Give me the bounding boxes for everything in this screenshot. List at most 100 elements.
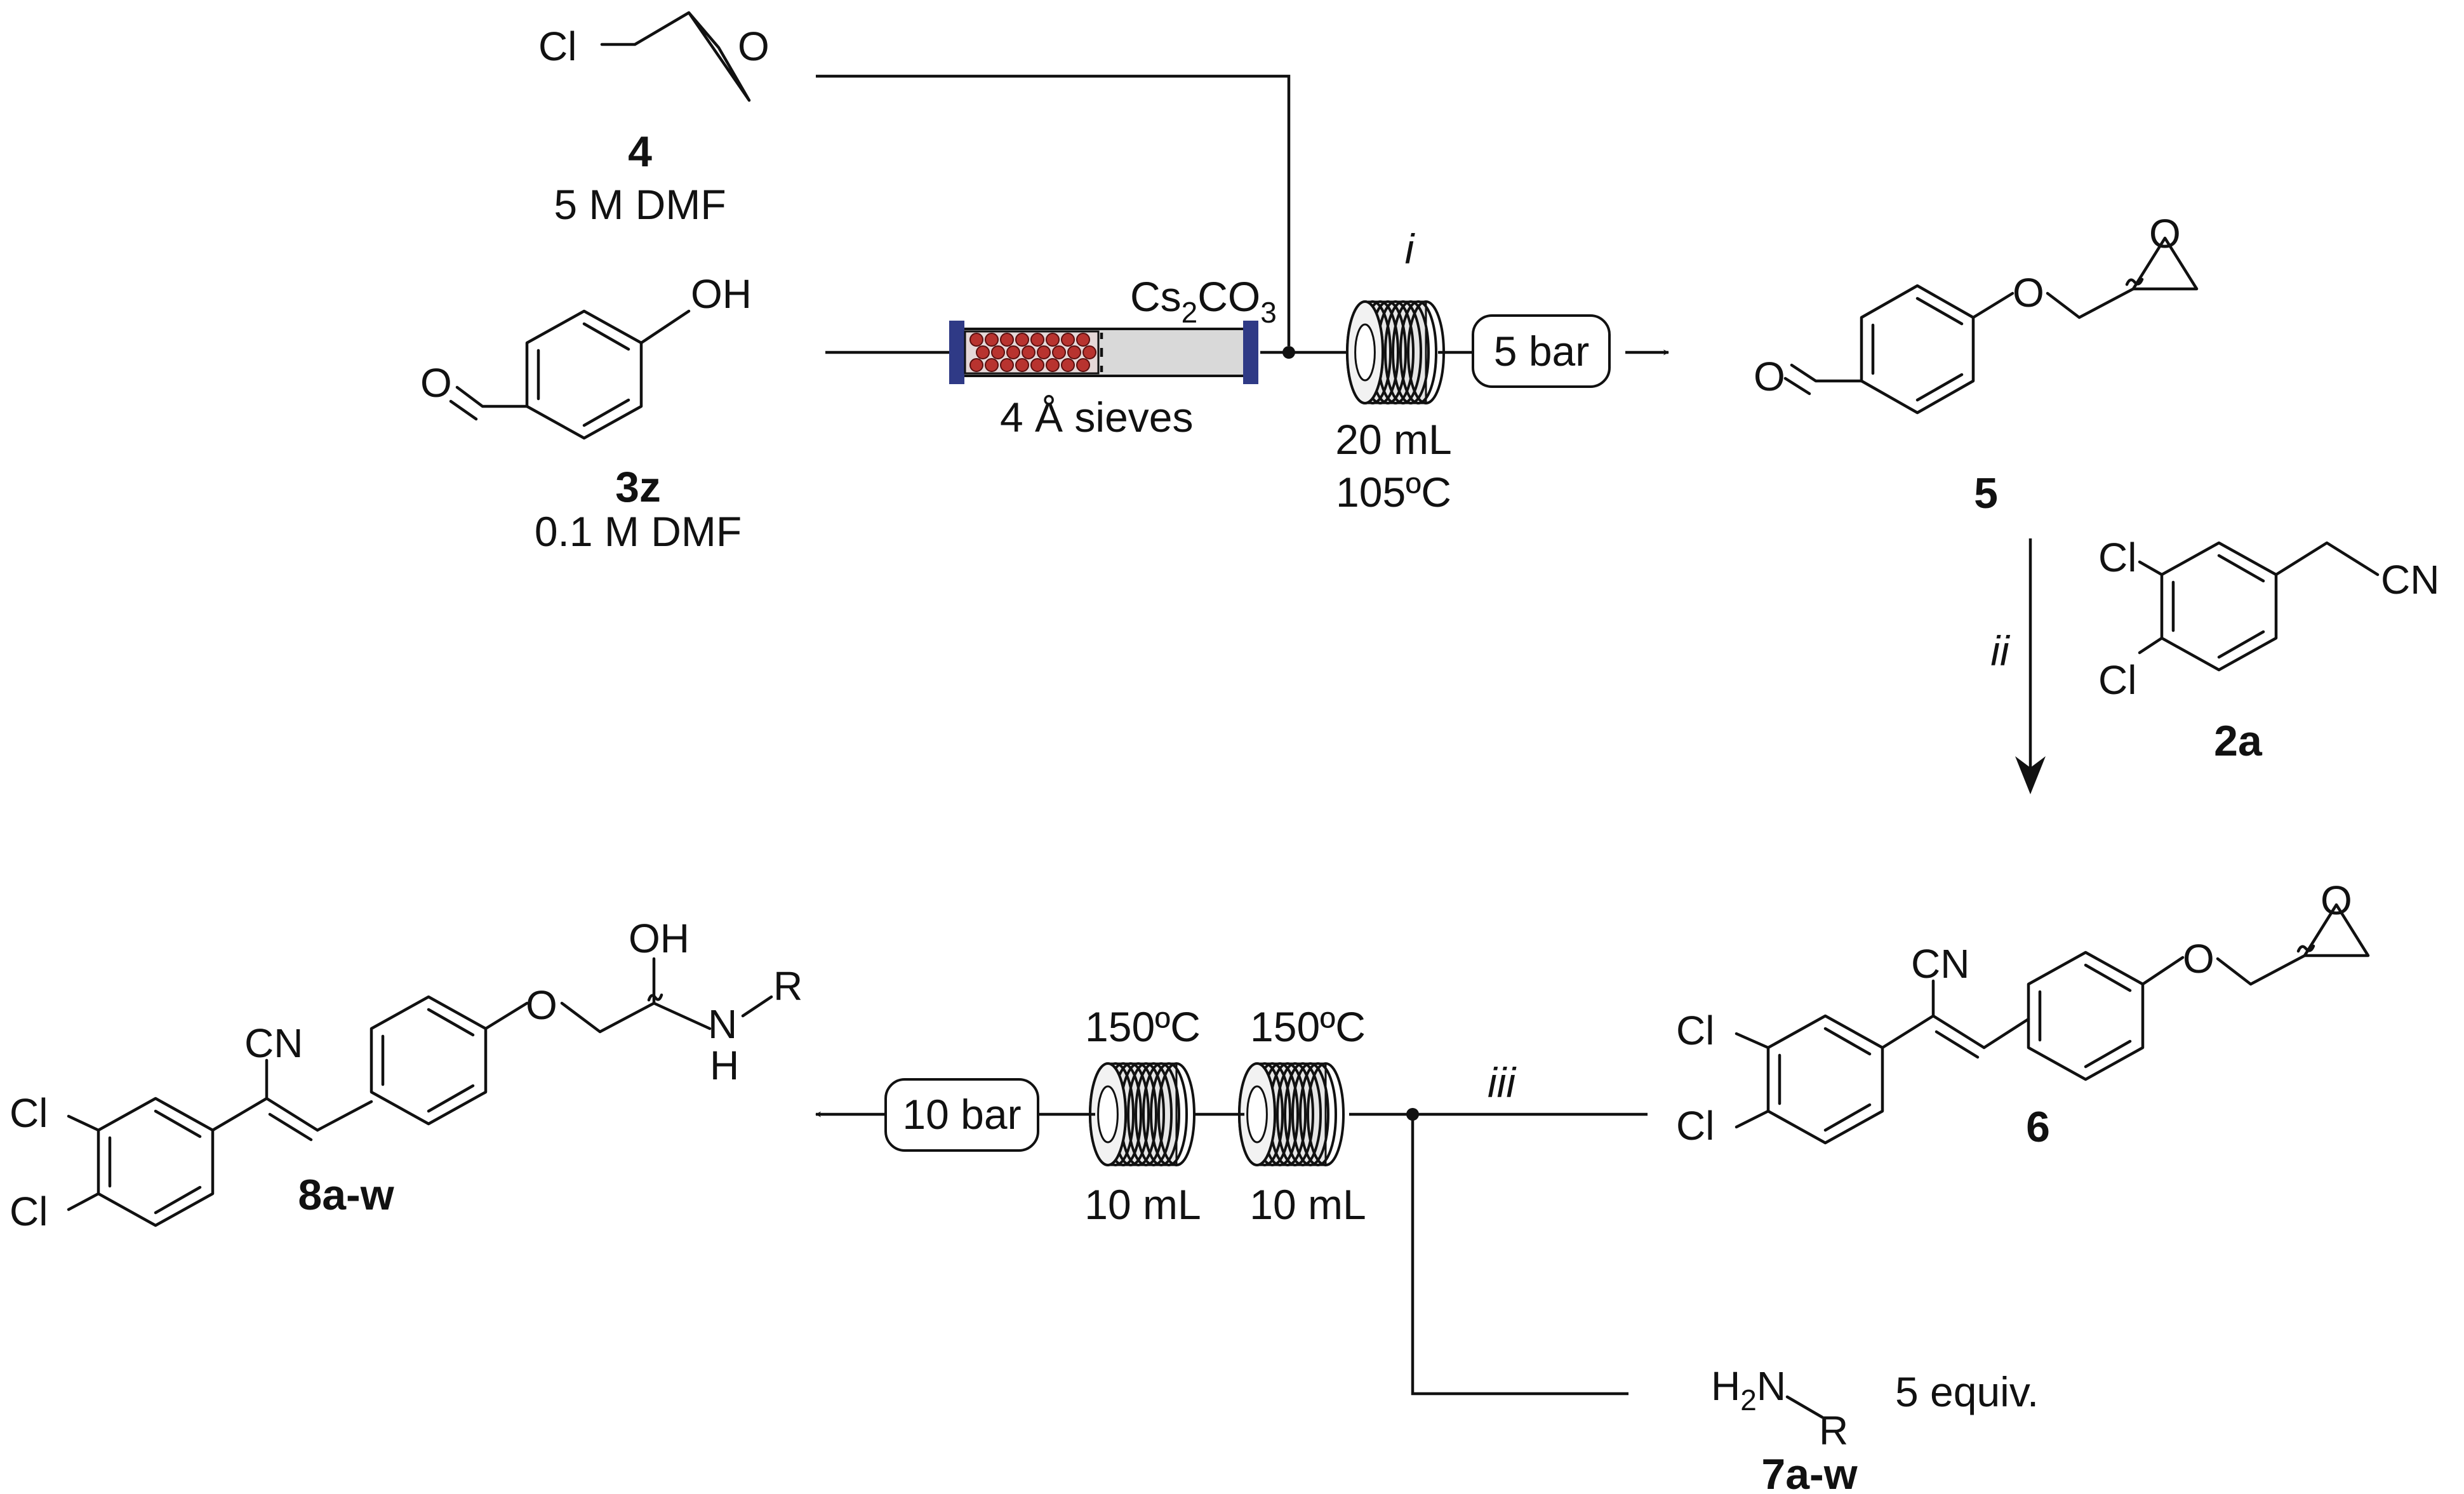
sieve-bead bbox=[991, 345, 1005, 359]
coil3-temperature: 150ºC bbox=[1250, 1003, 1366, 1050]
wavy-stereo-bond bbox=[2296, 944, 2315, 953]
aromatic-double-bonds-2 bbox=[381, 1008, 475, 1113]
coil-turn bbox=[1384, 300, 1422, 404]
wavy-stereo-bond bbox=[647, 993, 663, 1002]
sieve-bead bbox=[976, 345, 990, 359]
epoxide-ring bbox=[2303, 903, 2370, 957]
compound-8-structure: CN O OH N H R Cl Cl 8a-w bbox=[10, 916, 802, 1234]
atom-cl-2: Cl bbox=[1676, 1103, 1714, 1149]
aromatic-double-bonds-2 bbox=[2038, 963, 2132, 1069]
atom-r: R bbox=[1819, 1408, 1848, 1453]
column-reagent: Cs2CO3 bbox=[1130, 273, 1277, 329]
vinyl-double-bond bbox=[265, 1097, 319, 1142]
atom-n: N bbox=[708, 1001, 737, 1047]
compound-number-7a-w: 7a-w bbox=[1761, 1450, 1858, 1494]
bond-ether-o bbox=[484, 1001, 529, 1030]
atom-cl-1: Cl bbox=[2098, 535, 2136, 580]
bond-vinyl-cn bbox=[1881, 979, 1935, 1050]
bond-cl-2 bbox=[2138, 636, 2164, 655]
atom-cl-2: Cl bbox=[10, 1189, 48, 1234]
column-end-cap-left bbox=[949, 321, 964, 384]
sieve-bead bbox=[1046, 358, 1060, 372]
coil-turn bbox=[1291, 1062, 1329, 1166]
atom-o-ether: O bbox=[2183, 936, 2214, 982]
sieve-bead bbox=[1015, 333, 1029, 347]
t-mixer-1 bbox=[1282, 346, 1295, 359]
wavy-stereo-bond bbox=[2125, 277, 2144, 286]
sieve-bead bbox=[1082, 345, 1096, 359]
coil-turn bbox=[1135, 1062, 1173, 1166]
coil-reactor-1 bbox=[1346, 300, 1445, 404]
packed-column: Cs2CO3 4 Å sieves bbox=[949, 273, 1277, 441]
sieve-bead bbox=[1022, 345, 1036, 359]
dichlorophenyl-ring bbox=[1766, 1014, 1884, 1145]
compound-7-structure: H2N R 5 equiv. 7a-w bbox=[1711, 1363, 2039, 1494]
coil1-volume: 20 mL bbox=[1335, 416, 1451, 463]
bond-ether-chain bbox=[2216, 954, 2307, 986]
bond-to-ring-2 bbox=[316, 1100, 373, 1132]
sieve-bead bbox=[1015, 358, 1029, 372]
bond-to-ring-2 bbox=[1982, 1017, 2030, 1050]
atom-cn: CN bbox=[244, 1020, 303, 1066]
coil2-volume: 10 mL bbox=[1084, 1181, 1201, 1228]
bond-ch2cn bbox=[2274, 541, 2380, 577]
coil-turn bbox=[1399, 300, 1437, 404]
coil3-volume: 10 mL bbox=[1249, 1181, 1366, 1228]
coil1-temperature: 105ºC bbox=[1336, 469, 1451, 516]
dichlorophenyl-ring bbox=[97, 1097, 215, 1227]
benzene-ring bbox=[525, 309, 643, 440]
bond-ether-o bbox=[1971, 291, 2014, 319]
atom-cn: CN bbox=[2381, 557, 2439, 603]
sieve-bead bbox=[969, 333, 983, 347]
bpr2-label: 10 bar bbox=[902, 1091, 1021, 1138]
atom-cl: Cl bbox=[538, 23, 576, 69]
atom-o-ether: O bbox=[2013, 270, 2044, 316]
coil-turn bbox=[1307, 1062, 1345, 1166]
coil-turn bbox=[1150, 1062, 1188, 1166]
aromatic-double-bonds bbox=[536, 322, 630, 427]
bond-cho bbox=[1790, 363, 1863, 383]
bond-cho bbox=[455, 385, 529, 408]
bond-n-r bbox=[741, 995, 773, 1018]
compound-number-4: 4 bbox=[628, 128, 652, 176]
compound-number-5: 5 bbox=[1974, 469, 1998, 517]
sieve-bead bbox=[985, 333, 999, 347]
compound-number-3z: 3z bbox=[615, 463, 661, 511]
flow-line-step-iii bbox=[1411, 1112, 1648, 1396]
aromatic-double-bonds-1 bbox=[1778, 1027, 1872, 1132]
compound-6-structure: CN O O Cl Cl 6 bbox=[1676, 877, 2370, 1151]
coil-turn bbox=[1284, 1062, 1322, 1166]
atom-o-epoxide: O bbox=[2321, 877, 2352, 923]
epoxide-ring bbox=[687, 11, 751, 102]
coil-turn bbox=[1276, 1062, 1314, 1166]
atom-cl-1: Cl bbox=[10, 1090, 48, 1136]
coil-core bbox=[1246, 1085, 1268, 1144]
bond-oh bbox=[639, 309, 691, 345]
atom-oh: OH bbox=[629, 916, 689, 961]
amine-equivalents: 5 equiv. bbox=[1895, 1368, 2039, 1415]
atom-oh: OH bbox=[691, 271, 752, 317]
coil-turn bbox=[1142, 1062, 1180, 1166]
sieve-bead bbox=[1061, 358, 1075, 372]
flow-line-reagent-4 bbox=[816, 74, 1291, 346]
compound-number-8a-w: 8a-w bbox=[298, 1171, 394, 1219]
atom-cl-2: Cl bbox=[2098, 657, 2136, 703]
sieve-bead bbox=[985, 358, 999, 372]
bond-chain-oh bbox=[560, 957, 656, 1034]
coil2-temperature: 150ºC bbox=[1085, 1003, 1201, 1050]
compound-number-6: 6 bbox=[2026, 1103, 2050, 1151]
bond-vinyl-cn bbox=[211, 1058, 269, 1132]
sieve-bead bbox=[1046, 333, 1060, 347]
atom-cn: CN bbox=[1911, 941, 1969, 987]
atom-o: O bbox=[738, 23, 769, 69]
compound-3z-structure: OH O 3z 0.1 M DMF bbox=[420, 271, 752, 555]
aromatic-double-bonds bbox=[1871, 297, 1964, 402]
sieve-bead bbox=[1076, 333, 1090, 347]
sieve-bead bbox=[1061, 333, 1075, 347]
sieve-bead bbox=[1052, 345, 1066, 359]
atom-h: H bbox=[710, 1043, 739, 1088]
atom-cl-1: Cl bbox=[1676, 1008, 1714, 1053]
compound-3z-conditions: 0.1 M DMF bbox=[535, 508, 742, 555]
bond-c-n bbox=[652, 1001, 712, 1030]
bond-ether-chain bbox=[2046, 287, 2135, 319]
